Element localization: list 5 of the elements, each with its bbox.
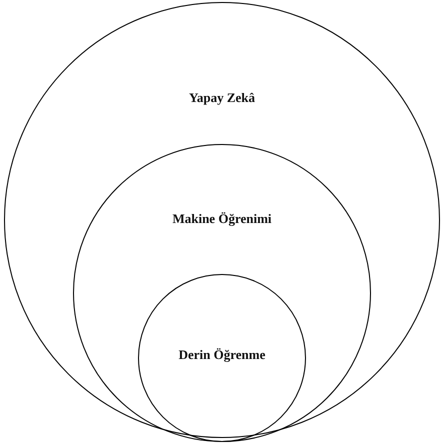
region-label: Makine Öğrenimi: [172, 211, 272, 227]
circle-region: [138, 274, 306, 442]
region-label: Derin Öğrenme: [178, 347, 266, 363]
circle-region: [73, 144, 371, 442]
region-label: Yapay Zekâ: [188, 90, 256, 106]
